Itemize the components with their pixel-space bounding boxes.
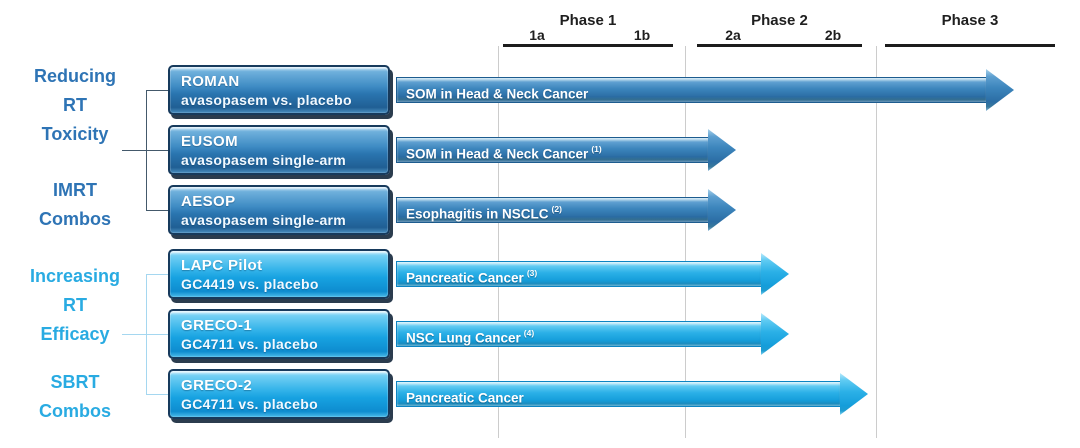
pipeline-row-greco-1: GRECO-1 GC4711 vs. placebo NSC Lung Canc… (0, 309, 1080, 359)
phase-2a-label: 2a (725, 27, 741, 43)
trial-name: AESOP (181, 193, 236, 210)
indication-text: Pancreatic Cancer (406, 390, 524, 406)
category-reducing-rt-toxicity: Reducing RT Toxicity (8, 62, 142, 149)
timeline-arrow: Pancreatic Cancer(3) (396, 253, 789, 295)
indication-text: NSC Lung Cancer (406, 330, 521, 346)
trial-name: EUSOM (181, 133, 239, 150)
gridline-phase2-phase3 (876, 46, 877, 438)
indication-label: Esophagitis in NSCLC(2) (397, 198, 709, 227)
footnote-superscript: (4) (523, 328, 535, 338)
trial-box: ROMAN avasopasem vs. placebo (168, 65, 390, 115)
category-line: Combos (39, 209, 111, 229)
trial-name: ROMAN (181, 73, 240, 90)
category-line: IMRT (53, 180, 97, 200)
arrow-body: NSC Lung Cancer(4) (396, 321, 762, 347)
arrow-head-icon (708, 189, 736, 231)
trial-box: AESOP avasopasem single-arm (168, 185, 390, 235)
bracket-line (146, 210, 170, 211)
indication-label: Pancreatic Cancer(3) (397, 262, 762, 291)
indication-text: Esophagitis in NSCLC (406, 206, 549, 222)
trial-design: GC4711 vs. placebo (181, 396, 318, 412)
arrow-body: SOM in Head & Neck Cancer(1) (396, 137, 709, 163)
category-line: RT (63, 95, 87, 115)
gridline-phase1-phase2 (685, 46, 686, 438)
bracket-line (146, 394, 170, 395)
trial-box: EUSOM avasopasem single-arm (168, 125, 390, 175)
trial-box: GRECO-1 GC4711 vs. placebo (168, 309, 390, 359)
trial-design: avasopasem single-arm (181, 152, 347, 168)
phase-1-group: Phase 1 1a 1b (503, 12, 673, 47)
category-line: SBRT (50, 372, 100, 392)
category-line: Increasing (29, 266, 121, 286)
trial-box: GRECO-2 GC4711 vs. placebo (168, 369, 390, 419)
arrow-head-icon (708, 129, 736, 171)
footnote-superscript: (2) (551, 204, 562, 214)
arrow-body: Pancreatic Cancer (396, 381, 841, 407)
timeline-arrow: Esophagitis in NSCLC(2) (396, 189, 736, 231)
timeline-arrow: Pancreatic Cancer (396, 373, 868, 415)
trial-design: GC4711 vs. placebo (181, 336, 318, 352)
pipeline-row-aesop: AESOP avasopasem single-arm Esophagitis … (0, 185, 1080, 235)
category-line: Combos (39, 401, 111, 421)
indication-text: SOM in Head & Neck Cancer (406, 86, 589, 102)
phase-3-line (885, 44, 1055, 47)
trial-design: GC4419 vs. placebo (181, 276, 319, 292)
phase-3-group: Phase 3 (885, 12, 1055, 47)
trial-design: avasopasem vs. placebo (181, 92, 352, 108)
bracket-line (122, 150, 170, 151)
bracket-line (146, 90, 170, 91)
arrow-head-icon (986, 69, 1014, 111)
timeline-arrow: NSC Lung Cancer(4) (396, 313, 789, 355)
arrow-body: Esophagitis in NSCLC(2) (396, 197, 709, 223)
pipeline-row-greco-2: GRECO-2 GC4711 vs. placebo Pancreatic Ca… (0, 369, 1080, 419)
bracket-line (122, 334, 170, 335)
phase-2b-label: 2b (824, 27, 842, 43)
trial-name: LAPC Pilot (181, 257, 263, 274)
phase-3-label: Phase 3 (941, 12, 999, 29)
trial-box: LAPC Pilot GC4419 vs. placebo (168, 249, 390, 299)
indication-label: SOM in Head & Neck Cancer(1) (397, 138, 709, 167)
footnote-superscript: (1) (591, 144, 602, 154)
timeline-arrow: SOM in Head & Neck Cancer (396, 69, 1014, 111)
indication-text: SOM in Head & Neck Cancer (406, 146, 589, 162)
pipeline-row-eusom: EUSOM avasopasem single-arm SOM in Head … (0, 125, 1080, 175)
arrow-head-icon (761, 253, 789, 295)
trial-name: GRECO-2 (181, 377, 253, 394)
indication-label: Pancreatic Cancer (397, 382, 841, 411)
timeline-arrow: SOM in Head & Neck Cancer(1) (396, 129, 736, 171)
trial-name: GRECO-1 (181, 317, 253, 334)
category-line: Toxicity (41, 124, 109, 144)
phase-2-group: Phase 2 2a 2b (697, 12, 862, 47)
phase-1-label: Phase 1 (559, 12, 617, 29)
phase-1a-label: 1a (529, 27, 545, 43)
phase-1-line (503, 44, 673, 47)
arrow-body: SOM in Head & Neck Cancer (396, 77, 987, 103)
indication-label: SOM in Head & Neck Cancer (397, 78, 987, 107)
category-increasing-rt-efficacy: Increasing RT Efficacy (8, 262, 142, 349)
category-line: Reducing (33, 66, 116, 86)
pipeline-row-roman: ROMAN avasopasem vs. placebo SOM in Head… (0, 65, 1080, 115)
indication-text: Pancreatic Cancer (406, 270, 524, 286)
category-sbrt-combos: SBRT Combos (8, 368, 142, 426)
indication-label: NSC Lung Cancer(4) (397, 322, 762, 351)
trial-design: avasopasem single-arm (181, 212, 347, 228)
category-imrt-combos: IMRT Combos (8, 176, 142, 234)
pipeline-row-lapc-pilot: LAPC Pilot GC4419 vs. placebo Pancreatic… (0, 249, 1080, 299)
category-line: RT (63, 295, 87, 315)
arrow-body: Pancreatic Cancer(3) (396, 261, 762, 287)
arrow-head-icon (840, 373, 868, 415)
footnote-superscript: (3) (526, 268, 538, 278)
category-line: Efficacy (40, 324, 110, 344)
gridline-phase1-start (498, 46, 499, 438)
phase-2-label: Phase 2 (751, 12, 808, 29)
phase-1b-label: 1b (633, 27, 651, 43)
phase-2-line (697, 44, 862, 47)
bracket-line (146, 274, 170, 275)
arrow-head-icon (761, 313, 789, 355)
